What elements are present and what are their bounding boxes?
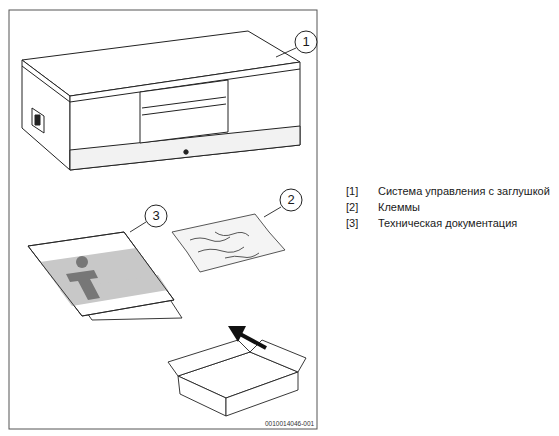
control-unit — [22, 31, 300, 170]
legend-index: [2] — [346, 201, 358, 213]
terminal-bag — [172, 214, 285, 272]
legend-text: Система управления с заглушкой — [378, 185, 550, 197]
legend-text: Техническая документация — [378, 217, 517, 229]
frame — [9, 10, 317, 429]
legend-index: [3] — [346, 217, 358, 229]
callout-number: 3 — [152, 209, 159, 223]
callout-circle — [295, 31, 317, 53]
callout-circle — [280, 189, 302, 211]
legend-text: Клеммы — [378, 201, 420, 213]
callout-number: 1 — [302, 35, 309, 49]
callout-circle — [145, 205, 167, 227]
legend-index: [1] — [346, 185, 358, 197]
callout-number: 2 — [287, 193, 294, 207]
documentation-booklet — [28, 232, 182, 320]
unpack-arrow — [228, 326, 266, 348]
image-code: 0010014046-001 — [265, 420, 314, 427]
packaging-box — [168, 340, 306, 416]
